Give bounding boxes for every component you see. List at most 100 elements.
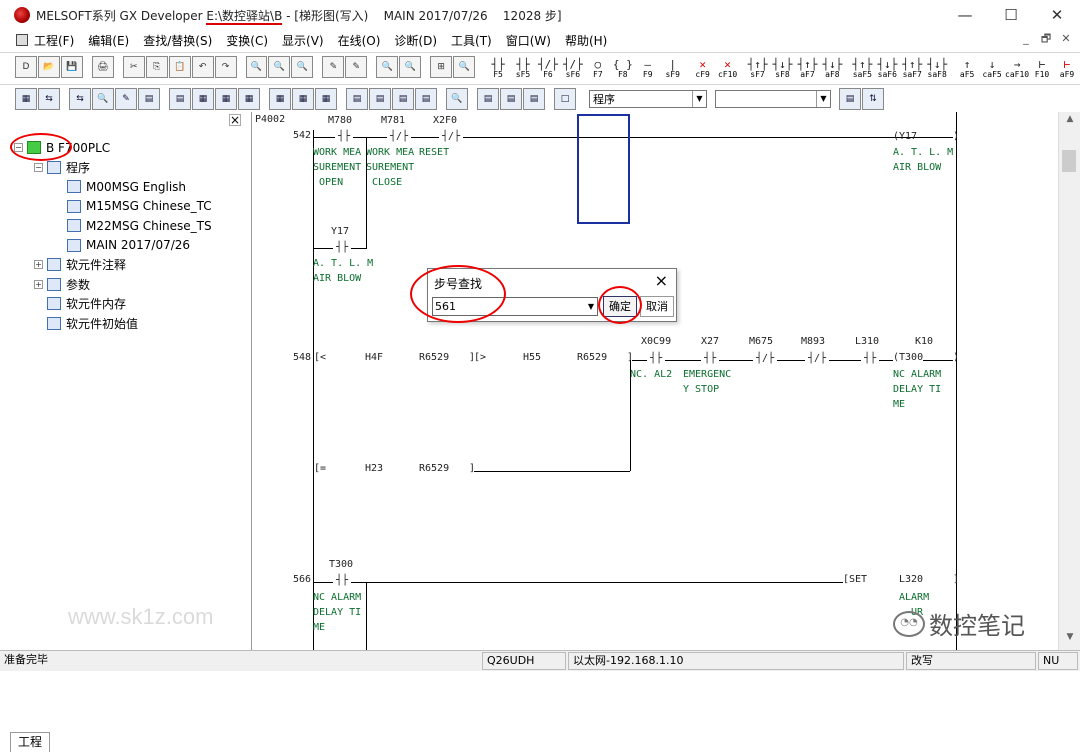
scroll-up-icon[interactable]: ▲ [1066, 114, 1074, 124]
toolbar-button[interactable]: ⇆ [69, 87, 91, 110]
toolbar-button[interactable]: ⎘ [145, 55, 168, 78]
toolbar-button[interactable]: 🔍 [453, 55, 476, 78]
toolbar-button[interactable]: ⇅ [862, 87, 884, 110]
ladder-key-button[interactable]: ┤↓├saF6 [875, 55, 899, 79]
expand-icon[interactable]: − [34, 162, 43, 172]
expand-icon[interactable]: + [34, 260, 43, 270]
toolbar-button[interactable]: ▦ [238, 87, 260, 110]
ladder-key-button[interactable]: ┤/├F6 [536, 55, 560, 79]
toolbar-button[interactable]: ⇆ [38, 87, 60, 110]
ladder-key-button[interactable]: ┤↑├sF7 [746, 55, 770, 79]
menu-item[interactable]: 在线(O) [337, 33, 381, 48]
expand-icon[interactable]: + [34, 279, 43, 289]
toolbar-button[interactable]: ▤ [392, 87, 414, 110]
toolbar-button[interactable]: ▦ [292, 87, 314, 110]
ladder-key-button[interactable]: ┤├F5 [486, 55, 510, 79]
chevron-down-icon[interactable]: ▼ [692, 90, 706, 107]
tree-item[interactable]: M22MSG Chinese_TS [14, 216, 212, 236]
maximize-button[interactable]: ☐ [1004, 6, 1018, 24]
toolbar-button[interactable]: ▤ [369, 87, 391, 110]
toolbar-button[interactable]: 🔍 [446, 87, 468, 110]
ladder-editor[interactable]: P4002 542 M780 ┤├ WORK MEA SUREMENT OPEN… [253, 112, 1058, 650]
toolbar-button[interactable]: ✎ [115, 87, 137, 110]
tree-item[interactable]: +软元件注释 [14, 255, 212, 275]
mdi-button[interactable]: ✕ [1061, 32, 1071, 45]
ladder-key-button[interactable]: ┤/├sF6 [561, 55, 585, 79]
toolbar-button[interactable]: ▤ [415, 87, 437, 110]
cancel-button[interactable]: 取消 [640, 296, 674, 317]
toolbar-button[interactable]: 📂 [37, 55, 60, 78]
toolbar-button[interactable]: D [15, 55, 37, 78]
toolbar-button[interactable]: □ [554, 87, 576, 110]
tree-item[interactable]: 软元件初始值 [14, 314, 212, 334]
toolbar-button[interactable]: ▦ [315, 87, 337, 110]
toolbar-button[interactable]: 🔍 [376, 55, 399, 78]
toolbar-button[interactable]: ▤ [138, 87, 160, 110]
tree-item[interactable]: +参数 [14, 275, 212, 295]
ladder-key-button[interactable]: →caF10 [1005, 55, 1029, 79]
toolbar-button[interactable]: 🔍 [92, 87, 114, 110]
close-icon[interactable]: × [654, 271, 668, 290]
chevron-down-icon[interactable]: ▼ [587, 302, 595, 311]
ladder-key-button[interactable]: ┤├sF5 [511, 55, 535, 79]
secondary-select[interactable]: ▼ [715, 89, 831, 108]
ladder-key-button[interactable]: ┤↓├sF8 [771, 55, 795, 79]
toolbar-button[interactable]: ▤ [839, 87, 861, 110]
toolbar-button[interactable]: ✂ [122, 55, 145, 78]
tree-item[interactable]: −程序 [14, 158, 212, 178]
close-icon[interactable]: × [229, 113, 241, 127]
toolbar-button[interactable]: ↷ [214, 55, 237, 78]
toolbar-button[interactable]: ✎ [345, 55, 368, 78]
vertical-scrollbar[interactable]: ▲ ▼ [1058, 112, 1080, 650]
menu-item[interactable]: 工具(T) [451, 33, 492, 48]
chevron-down-icon[interactable]: ▼ [816, 90, 830, 107]
toolbar-button[interactable]: ▦ [192, 87, 214, 110]
toolbar-button[interactable]: ⊞ [430, 55, 453, 78]
ladder-key-button[interactable]: |sF9 [661, 55, 685, 79]
toolbar-button[interactable]: ▤ [500, 87, 522, 110]
toolbar-button[interactable]: 🔍 [268, 55, 291, 78]
tree-item[interactable]: MAIN 2017/07/26 [14, 236, 212, 256]
toolbar-button[interactable]: 🖨 [91, 55, 114, 78]
mdi-button[interactable]: _ [1023, 32, 1029, 45]
ladder-key-button[interactable]: ○F7 [586, 55, 610, 79]
scroll-thumb[interactable] [1062, 150, 1076, 172]
ladder-key-button[interactable]: ┤↓├saF8 [925, 55, 949, 79]
toolbar-button[interactable]: ▦ [215, 87, 237, 110]
ladder-key-button[interactable]: ┤↑├saF7 [900, 55, 924, 79]
toolbar-button[interactable]: 📋 [168, 55, 191, 78]
tree-item[interactable]: M00MSG English [14, 177, 212, 197]
ladder-key-button[interactable]: ┤↑├saF5 [850, 55, 874, 79]
menu-item[interactable]: 帮助(H) [564, 33, 608, 48]
program-select[interactable]: 程序▼ [589, 89, 707, 108]
ladder-key-button[interactable]: ✕cF9 [691, 55, 715, 79]
ladder-key-button[interactable]: ┤↓├aF8 [820, 55, 844, 79]
menu-item[interactable]: 查找/替换(S) [143, 33, 213, 48]
toolbar-button[interactable]: ▤ [523, 87, 545, 110]
ladder-key-button[interactable]: { }F8 [611, 55, 635, 79]
toolbar-button[interactable]: ▦ [15, 87, 37, 110]
close-button[interactable]: ✕ [1050, 6, 1064, 24]
toolbar-button[interactable]: ▤ [346, 87, 368, 110]
tree-item[interactable]: 软元件内存 [14, 294, 212, 314]
menu-item[interactable]: 诊断(D) [394, 33, 438, 48]
ladder-key-button[interactable]: ┤↑├aF7 [795, 55, 819, 79]
ladder-key-button[interactable]: ⊢aF9 [1055, 55, 1079, 79]
tab-project[interactable]: 工程 [10, 732, 50, 752]
menu-item[interactable]: 工程(F) [34, 33, 75, 48]
tree-item[interactable]: M15MSG Chinese_TC [14, 197, 212, 217]
ladder-key-button[interactable]: ↑aF5 [955, 55, 979, 79]
toolbar-button[interactable]: ✎ [322, 55, 345, 78]
toolbar-button[interactable]: ↶ [191, 55, 214, 78]
toolbar-button[interactable]: ▦ [269, 87, 291, 110]
menu-item[interactable]: 变换(C) [226, 33, 269, 48]
ladder-key-button[interactable]: —F9 [636, 55, 660, 79]
mdi-button[interactable]: 🗗 [1040, 32, 1052, 45]
ladder-key-button[interactable]: ⊢F10 [1030, 55, 1054, 79]
ladder-cursor[interactable] [577, 114, 630, 224]
toolbar-button[interactable]: 💾 [60, 55, 83, 78]
toolbar-button[interactable]: 🔍 [399, 55, 422, 78]
menu-item[interactable]: 窗口(W) [505, 33, 551, 48]
toolbar-button[interactable]: 🔍 [245, 55, 268, 78]
menu-item[interactable]: 显示(V) [282, 33, 324, 48]
